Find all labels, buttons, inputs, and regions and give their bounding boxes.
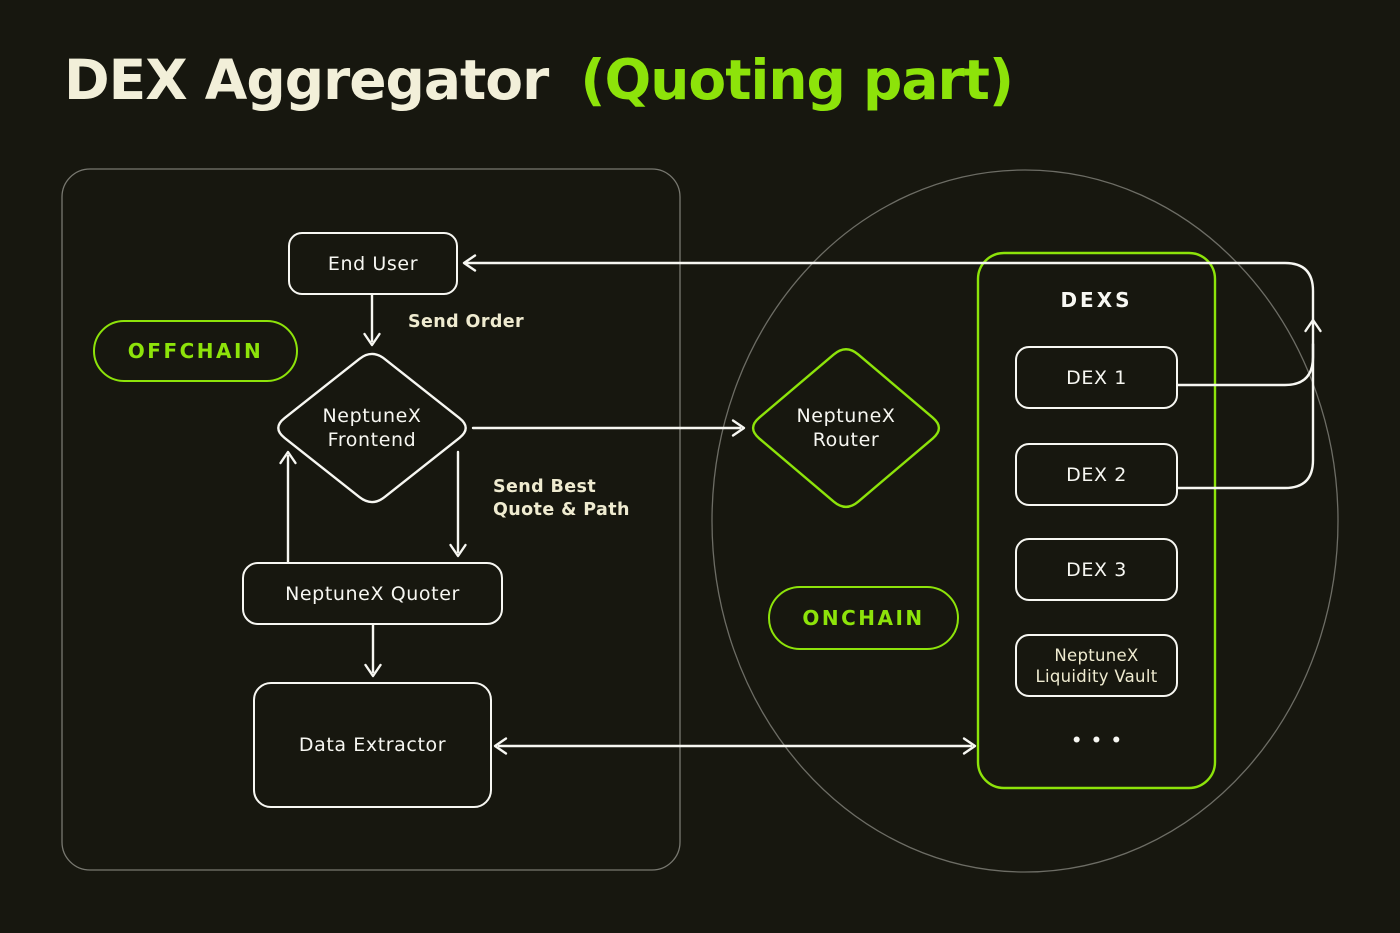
title-suffix: (Quoting part) [580, 48, 1014, 112]
send-best-label: Send Best Quote & Path [493, 476, 630, 522]
arrowhead-left-extractor [493, 737, 508, 755]
vault-label-line1: NeptuneX [1054, 645, 1139, 665]
branch-dex1-to-loop [1176, 342, 1315, 387]
send-best-line2: Quote & Path [493, 500, 630, 520]
quoter-label: NeptuneX Quoter [285, 582, 460, 605]
offchain-badge-label: OFFCHAIN [127, 339, 264, 363]
page-title: DEX Aggregator (Quoting part) [64, 46, 1264, 114]
onchain-badge: ONCHAIN [768, 586, 959, 650]
loop-dex2-to-enduser [464, 261, 1315, 490]
arrowhead-down-frontend [363, 332, 381, 347]
dexs-panel-title: DEXS [1060, 288, 1133, 312]
onchain-ellipse [711, 169, 1339, 873]
send-order-label: Send Order [408, 312, 525, 332]
data-extractor-node: Data Extractor [253, 682, 492, 808]
offchain-container [61, 168, 681, 871]
offchain-badge: OFFCHAIN [93, 320, 298, 382]
router-node-label: NeptuneX Router [746, 404, 946, 452]
router-diamond [751, 348, 941, 509]
end-user-label: End User [327, 252, 419, 275]
end-user-node: End User [288, 232, 458, 295]
arrowhead-down-quoter [449, 543, 467, 558]
router-label-line1: NeptuneX [796, 405, 896, 427]
vault-label: NeptuneX Liquidity Vault [1036, 645, 1158, 687]
dex1-label: DEX 1 [1066, 366, 1127, 389]
quoter-node: NeptuneX Quoter [242, 562, 503, 625]
dex2-label: DEX 2 [1066, 463, 1127, 486]
frontend-label-line2: Frontend [327, 429, 417, 451]
arrowhead-left-enduser [462, 254, 477, 272]
arrowhead-right-router [731, 419, 746, 437]
dexs-panel-border [976, 251, 1217, 790]
onchain-badge-label: ONCHAIN [802, 606, 925, 630]
dex3-node: DEX 3 [1015, 538, 1178, 601]
frontend-label-line1: NeptuneX [322, 405, 422, 427]
liquidity-vault-node: NeptuneX Liquidity Vault [1015, 634, 1178, 697]
frontend-diamond [277, 352, 467, 504]
send-best-line1: Send Best [493, 477, 597, 497]
arrowhead-right-dexs [962, 737, 977, 755]
frontend-node-label: NeptuneX Frontend [272, 404, 472, 452]
dex1-node: DEX 1 [1015, 346, 1178, 409]
arrowhead-up-frontend [279, 450, 297, 465]
router-label-line2: Router [812, 429, 880, 451]
vault-label-line2: Liquidity Vault [1035, 666, 1158, 686]
dex2-node: DEX 2 [1015, 443, 1178, 506]
arrowhead-down-extractor [364, 663, 382, 678]
data-extractor-label: Data Extractor [298, 734, 447, 756]
title-main: DEX Aggregator [64, 48, 549, 112]
more-dexs-dots: ••• [1071, 731, 1131, 751]
dex3-label: DEX 3 [1066, 558, 1127, 581]
arrowhead-up-loop [1304, 318, 1322, 333]
